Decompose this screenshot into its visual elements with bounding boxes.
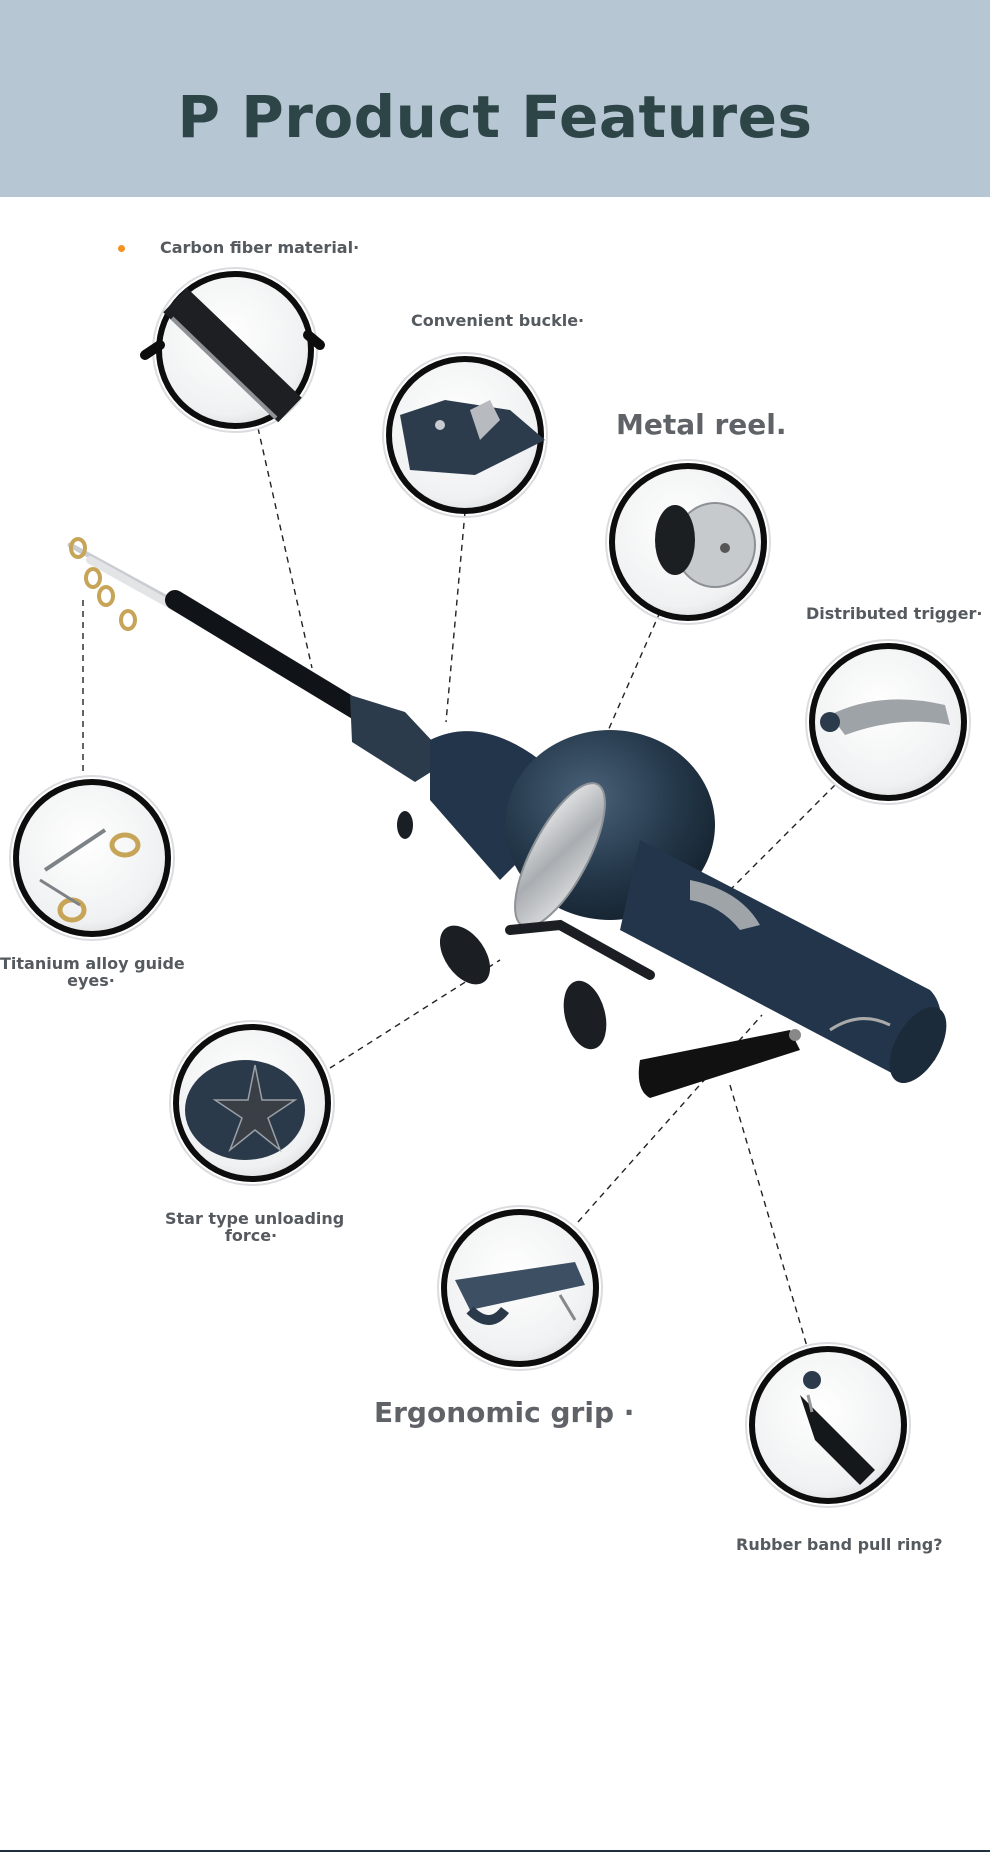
carbon-fiber-icon	[140, 267, 325, 433]
bullet-dot	[118, 245, 125, 252]
trigger-icon	[805, 639, 971, 805]
label-guide-eyes-line1: Titanium alloy guide	[0, 954, 185, 973]
fishing-rod-illustration	[67, 537, 947, 1098]
reel-icon	[605, 459, 771, 625]
label-guide-eyes: Titanium alloy guide eyes·	[0, 954, 185, 990]
label-rubber-band: Rubber band pull ring?	[736, 1535, 943, 1554]
label-star-drag-line2: force·	[224, 1226, 278, 1245]
label-distributed-trigger: Distributed trigger·	[806, 604, 983, 623]
label-carbon-fiber: Carbon fiber material·	[160, 238, 360, 257]
label-convenient-buckle: Convenient buckle·	[411, 311, 585, 330]
page-title: P Product Features	[177, 83, 813, 151]
guide-eyes-icon	[9, 775, 175, 941]
buckle-icon	[382, 352, 548, 518]
rubber-band-icon	[745, 1342, 911, 1508]
label-ergonomic-grip: Ergonomic grip ·	[374, 1396, 635, 1429]
label-guide-eyes-line2: eyes·	[67, 971, 115, 990]
label-star-drag-line1: Star type unloading	[165, 1209, 345, 1228]
header-banner: P Product Features	[0, 0, 990, 197]
grip-icon	[437, 1205, 603, 1371]
label-metal-reel: Metal reel.	[616, 408, 787, 441]
bottom-border	[0, 1850, 990, 1852]
star-drag-icon	[169, 1020, 335, 1186]
label-star-drag: Star type unloading force·	[165, 1209, 345, 1245]
detail-circles	[9, 267, 971, 1508]
